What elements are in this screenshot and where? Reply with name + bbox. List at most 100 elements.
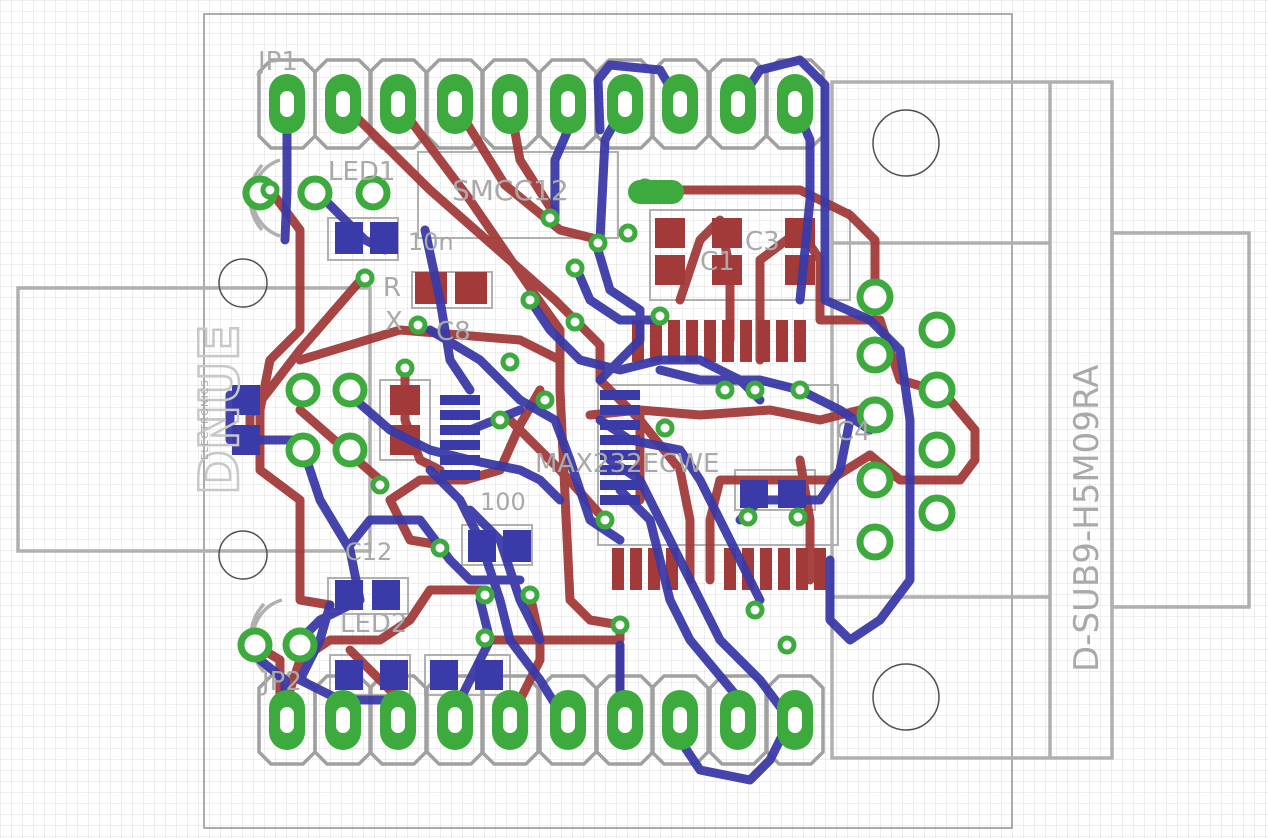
bottom-pads	[232, 222, 806, 690]
silk-labels: JP1 LED1 SMCC12 R X C1 C3 C4 C8 10n 100 …	[256, 47, 871, 697]
board-outline	[203, 13, 1013, 829]
header-pin-drill	[391, 707, 405, 733]
via	[540, 208, 560, 228]
dsub-mount-hole	[872, 663, 940, 731]
via	[777, 635, 797, 655]
through-hole-pad	[856, 461, 894, 499]
through-hole-pad	[297, 175, 333, 211]
header-pin-drill	[673, 707, 687, 733]
via	[430, 538, 450, 558]
label-led2: LED2	[340, 609, 407, 639]
header-pin-drill	[280, 91, 294, 117]
via	[490, 410, 510, 430]
via	[745, 600, 765, 620]
mount-holes	[218, 109, 940, 731]
header-pin-outline	[650, 58, 710, 150]
header-pin-outline	[708, 58, 768, 150]
header-pin-drill	[788, 91, 802, 117]
label-c3: C3	[745, 227, 780, 257]
through-hole-pad	[332, 372, 368, 408]
header-pin-outline	[425, 58, 485, 150]
header-pin-outline	[538, 674, 598, 766]
header-pin-drill	[618, 91, 632, 117]
via	[500, 352, 520, 372]
via	[588, 233, 608, 253]
header-pin-drill	[503, 91, 517, 117]
usb-mount-hole	[218, 258, 268, 308]
via	[738, 507, 758, 527]
via	[535, 390, 555, 410]
via	[520, 290, 540, 310]
via	[565, 312, 585, 332]
dsub-shell-outline	[1110, 231, 1251, 609]
label-c12: C12	[345, 538, 392, 566]
header-pin-drill	[561, 91, 575, 117]
header-pin-outline	[765, 674, 825, 766]
label-x: X	[385, 307, 403, 337]
through-hole-pad	[285, 372, 321, 408]
header-pin-outline	[595, 674, 655, 766]
via	[520, 585, 540, 605]
label-10n: 10n	[408, 228, 454, 256]
svg-text:DNUE: DNUE	[188, 324, 251, 495]
header-pin-drill	[731, 707, 745, 733]
header-pin-drill	[336, 91, 350, 117]
via	[370, 475, 390, 495]
header-pin-drill	[391, 91, 405, 117]
through-hole-pad	[237, 627, 273, 663]
header-outlines	[257, 58, 825, 766]
through-hole-pad	[918, 431, 956, 469]
via	[650, 306, 670, 326]
header-pin-drill	[280, 707, 294, 733]
header-pin-drill	[561, 707, 575, 733]
label-r: R	[383, 273, 401, 303]
header-pin-drill	[788, 707, 802, 733]
label-100: 100	[480, 488, 526, 516]
via	[655, 418, 675, 438]
header-pads	[269, 74, 813, 750]
label-c1: C1	[700, 247, 735, 277]
header-pin-drill	[448, 707, 462, 733]
header-pin-drill	[448, 91, 462, 117]
logo-small-text: ELECTRONICS	[200, 379, 211, 460]
via	[260, 180, 280, 200]
label-c4: C4	[836, 417, 871, 447]
via	[745, 380, 765, 400]
usb-mount-hole	[218, 530, 268, 580]
header-pin-outline	[538, 58, 598, 150]
through-hole-pad	[918, 311, 956, 349]
via	[610, 615, 630, 635]
label-ic: MAX232ECWE	[535, 449, 719, 479]
through-hole-pad	[918, 494, 956, 532]
via	[395, 358, 415, 378]
via	[788, 507, 808, 527]
header-pin-drill	[731, 91, 745, 117]
via	[595, 510, 615, 530]
through-hole-pad	[856, 278, 894, 316]
through-hole-pad	[282, 627, 318, 663]
vias	[237, 175, 956, 663]
header-pin-outline	[368, 58, 428, 150]
header-pin-drill	[673, 91, 687, 117]
through-hole-pad	[918, 371, 956, 409]
via	[355, 268, 375, 288]
label-jp1: JP1	[256, 47, 298, 77]
header-pin-drill	[618, 707, 632, 733]
through-hole-pad	[856, 396, 894, 434]
elongated-pad	[628, 180, 684, 204]
header-pin-drill	[336, 707, 350, 733]
header-pin-outline	[480, 58, 540, 150]
through-hole-pad	[856, 523, 894, 561]
via	[565, 258, 585, 278]
header-pin-outline	[313, 58, 373, 150]
via	[618, 223, 638, 243]
via	[408, 315, 428, 335]
label-led1: LED1	[328, 157, 395, 187]
usb-connector-outline	[16, 286, 372, 553]
through-hole-pad	[332, 432, 368, 468]
through-hole-pad	[856, 336, 894, 374]
through-hole-pad	[355, 175, 391, 211]
via	[475, 628, 495, 648]
